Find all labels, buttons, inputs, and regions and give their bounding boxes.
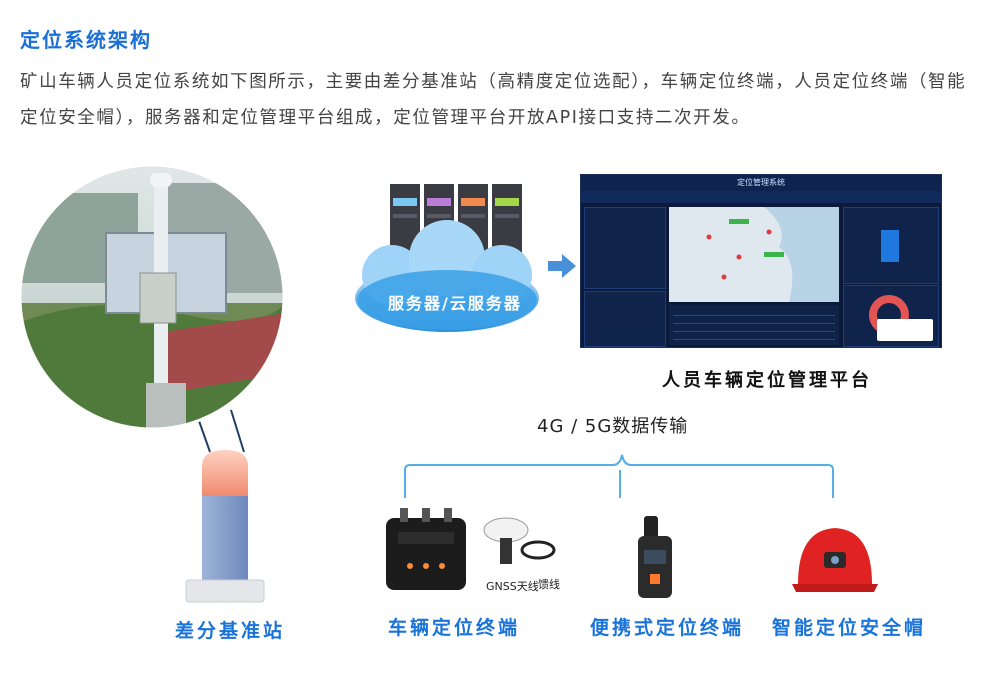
vehicle-terminal-icon: [386, 508, 466, 590]
base-station-icon: [185, 450, 265, 603]
callout-line-right: [230, 409, 245, 453]
platform-stats-panel: [584, 207, 666, 289]
arrow-right-icon: [548, 254, 576, 278]
section-description: 矿山车辆人员定位系统如下图所示，主要由差分基准站（高精度定位选配），车辆定位终端…: [20, 72, 967, 128]
device-label-vehicle-terminal: 车辆定位终端: [388, 617, 521, 639]
device-label-smart-helmet: 智能定位安全帽: [772, 617, 927, 639]
callout-line-left: [197, 417, 211, 453]
platform-screenshot: 定位管理系统: [580, 174, 942, 348]
platform-nav-bar: [581, 191, 941, 203]
cable-label: 馈线: [538, 578, 560, 591]
platform-list-panel: [584, 291, 666, 347]
section-title: 定位系统架构: [20, 28, 152, 52]
platform-table: [669, 305, 839, 345]
portable-terminal-icon: [638, 516, 672, 598]
smart-helmet-icon: [792, 528, 878, 592]
platform-chart-panel: [843, 207, 939, 284]
cloud-icon: [355, 220, 539, 332]
platform-map: [669, 207, 839, 302]
platform-label: 人员车辆定位管理平台: [662, 370, 872, 391]
base-station-photo: [18, 163, 286, 431]
platform-alert-popup: [877, 319, 933, 341]
device-label-portable-terminal: 便携式定位终端: [590, 617, 745, 639]
antenna-label: GNSS天线: [486, 580, 539, 593]
server-cloud-icon: [355, 184, 539, 332]
platform-bar: [881, 230, 899, 262]
base-station-label: 差分基准站: [175, 620, 286, 642]
server-label: 服务器/云服务器: [388, 294, 522, 313]
platform-screen-title: 定位管理系统: [581, 175, 941, 191]
transmission-bracket: [404, 454, 834, 498]
gnss-antenna-icon: [483, 517, 556, 564]
transmission-label: 4G / 5G数据传输: [537, 416, 689, 437]
